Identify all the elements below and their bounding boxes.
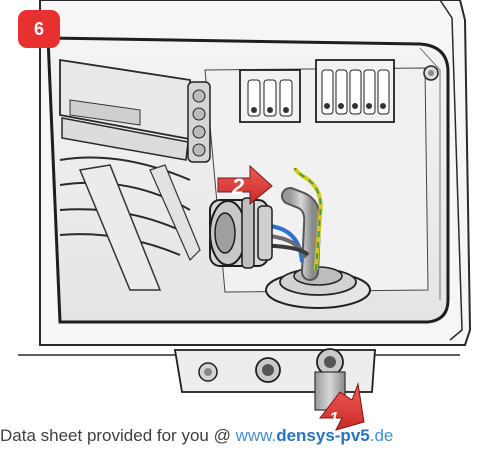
bolt-middle xyxy=(255,357,281,383)
screw-column xyxy=(187,81,211,163)
bolt-left xyxy=(198,362,218,382)
website-link[interactable]: www.densys-pv5.de xyxy=(236,426,394,445)
terminal-block-right xyxy=(315,59,395,123)
footer-text: Data sheet provided for you @ xyxy=(0,426,236,445)
mounting-screw xyxy=(423,65,439,81)
earth-wire xyxy=(293,167,323,271)
arrow-1-label: 1 xyxy=(330,410,339,427)
left-mechanism xyxy=(59,58,211,291)
url-prefix: www. xyxy=(235,426,277,445)
connector-plug xyxy=(209,197,273,269)
arrow-2-callout: 2 xyxy=(217,164,273,206)
step-number: 6 xyxy=(33,18,44,39)
terminal-block-left xyxy=(239,69,301,123)
arrow-2-label: 2 xyxy=(231,174,245,199)
footer-datasheet-note: Data sheet provided for you @ www.densys… xyxy=(0,423,478,449)
cable-gland xyxy=(265,266,371,309)
bottom-bracket xyxy=(173,348,376,411)
arrow-1-callout: 1 xyxy=(318,382,365,431)
url-suffix: .de xyxy=(369,426,394,445)
url-brand: densys-pv5 xyxy=(276,426,370,445)
bolt-right xyxy=(316,348,344,376)
step-number-badge: 6 xyxy=(18,10,60,48)
